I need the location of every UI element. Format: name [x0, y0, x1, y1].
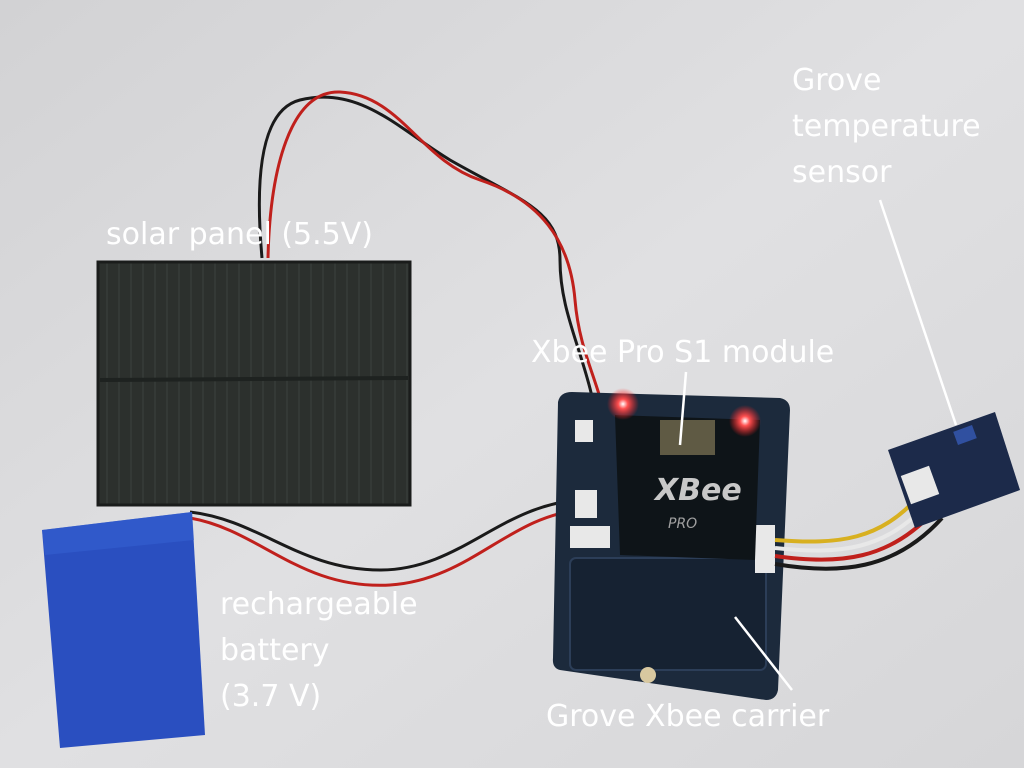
battery-wires	[189, 498, 583, 587]
label-temperature-sensor-line2: temperature	[792, 109, 981, 144]
label-solar-panel: solar panel (5.5V)	[106, 217, 373, 252]
xbee-pro-text: PRO	[668, 516, 697, 532]
label-temperature-sensor: Grove temperature sensor	[792, 63, 990, 190]
led-right	[729, 405, 761, 437]
xbee-logo-text: XBee	[653, 473, 742, 508]
label-battery-line2: battery	[220, 633, 330, 668]
label-battery: rechargeable battery (3.7 V)	[220, 587, 427, 714]
label-battery-line1: rechargeable	[220, 587, 418, 622]
solar-panel	[96, 260, 412, 507]
leader-line-sensor	[878, 199, 958, 426]
xbee-pro-module: XBee PRO	[615, 415, 760, 560]
label-battery-line3: (3.7 V)	[220, 679, 321, 714]
label-temperature-sensor-line3: sensor	[792, 155, 892, 190]
label-carrier: Grove Xbee carrier	[546, 699, 830, 734]
leader-lines	[678, 199, 958, 691]
leader-line-module	[678, 371, 688, 446]
battery	[42, 512, 205, 748]
grove-temperature-sensor-board	[888, 412, 1020, 528]
solar-wires	[257, 90, 610, 441]
label-xbee-module: Xbee Pro S1 module	[531, 335, 834, 370]
leader-line-carrier	[734, 616, 793, 691]
label-temperature-sensor-line1: Grove	[792, 63, 882, 98]
led-left	[607, 388, 639, 420]
